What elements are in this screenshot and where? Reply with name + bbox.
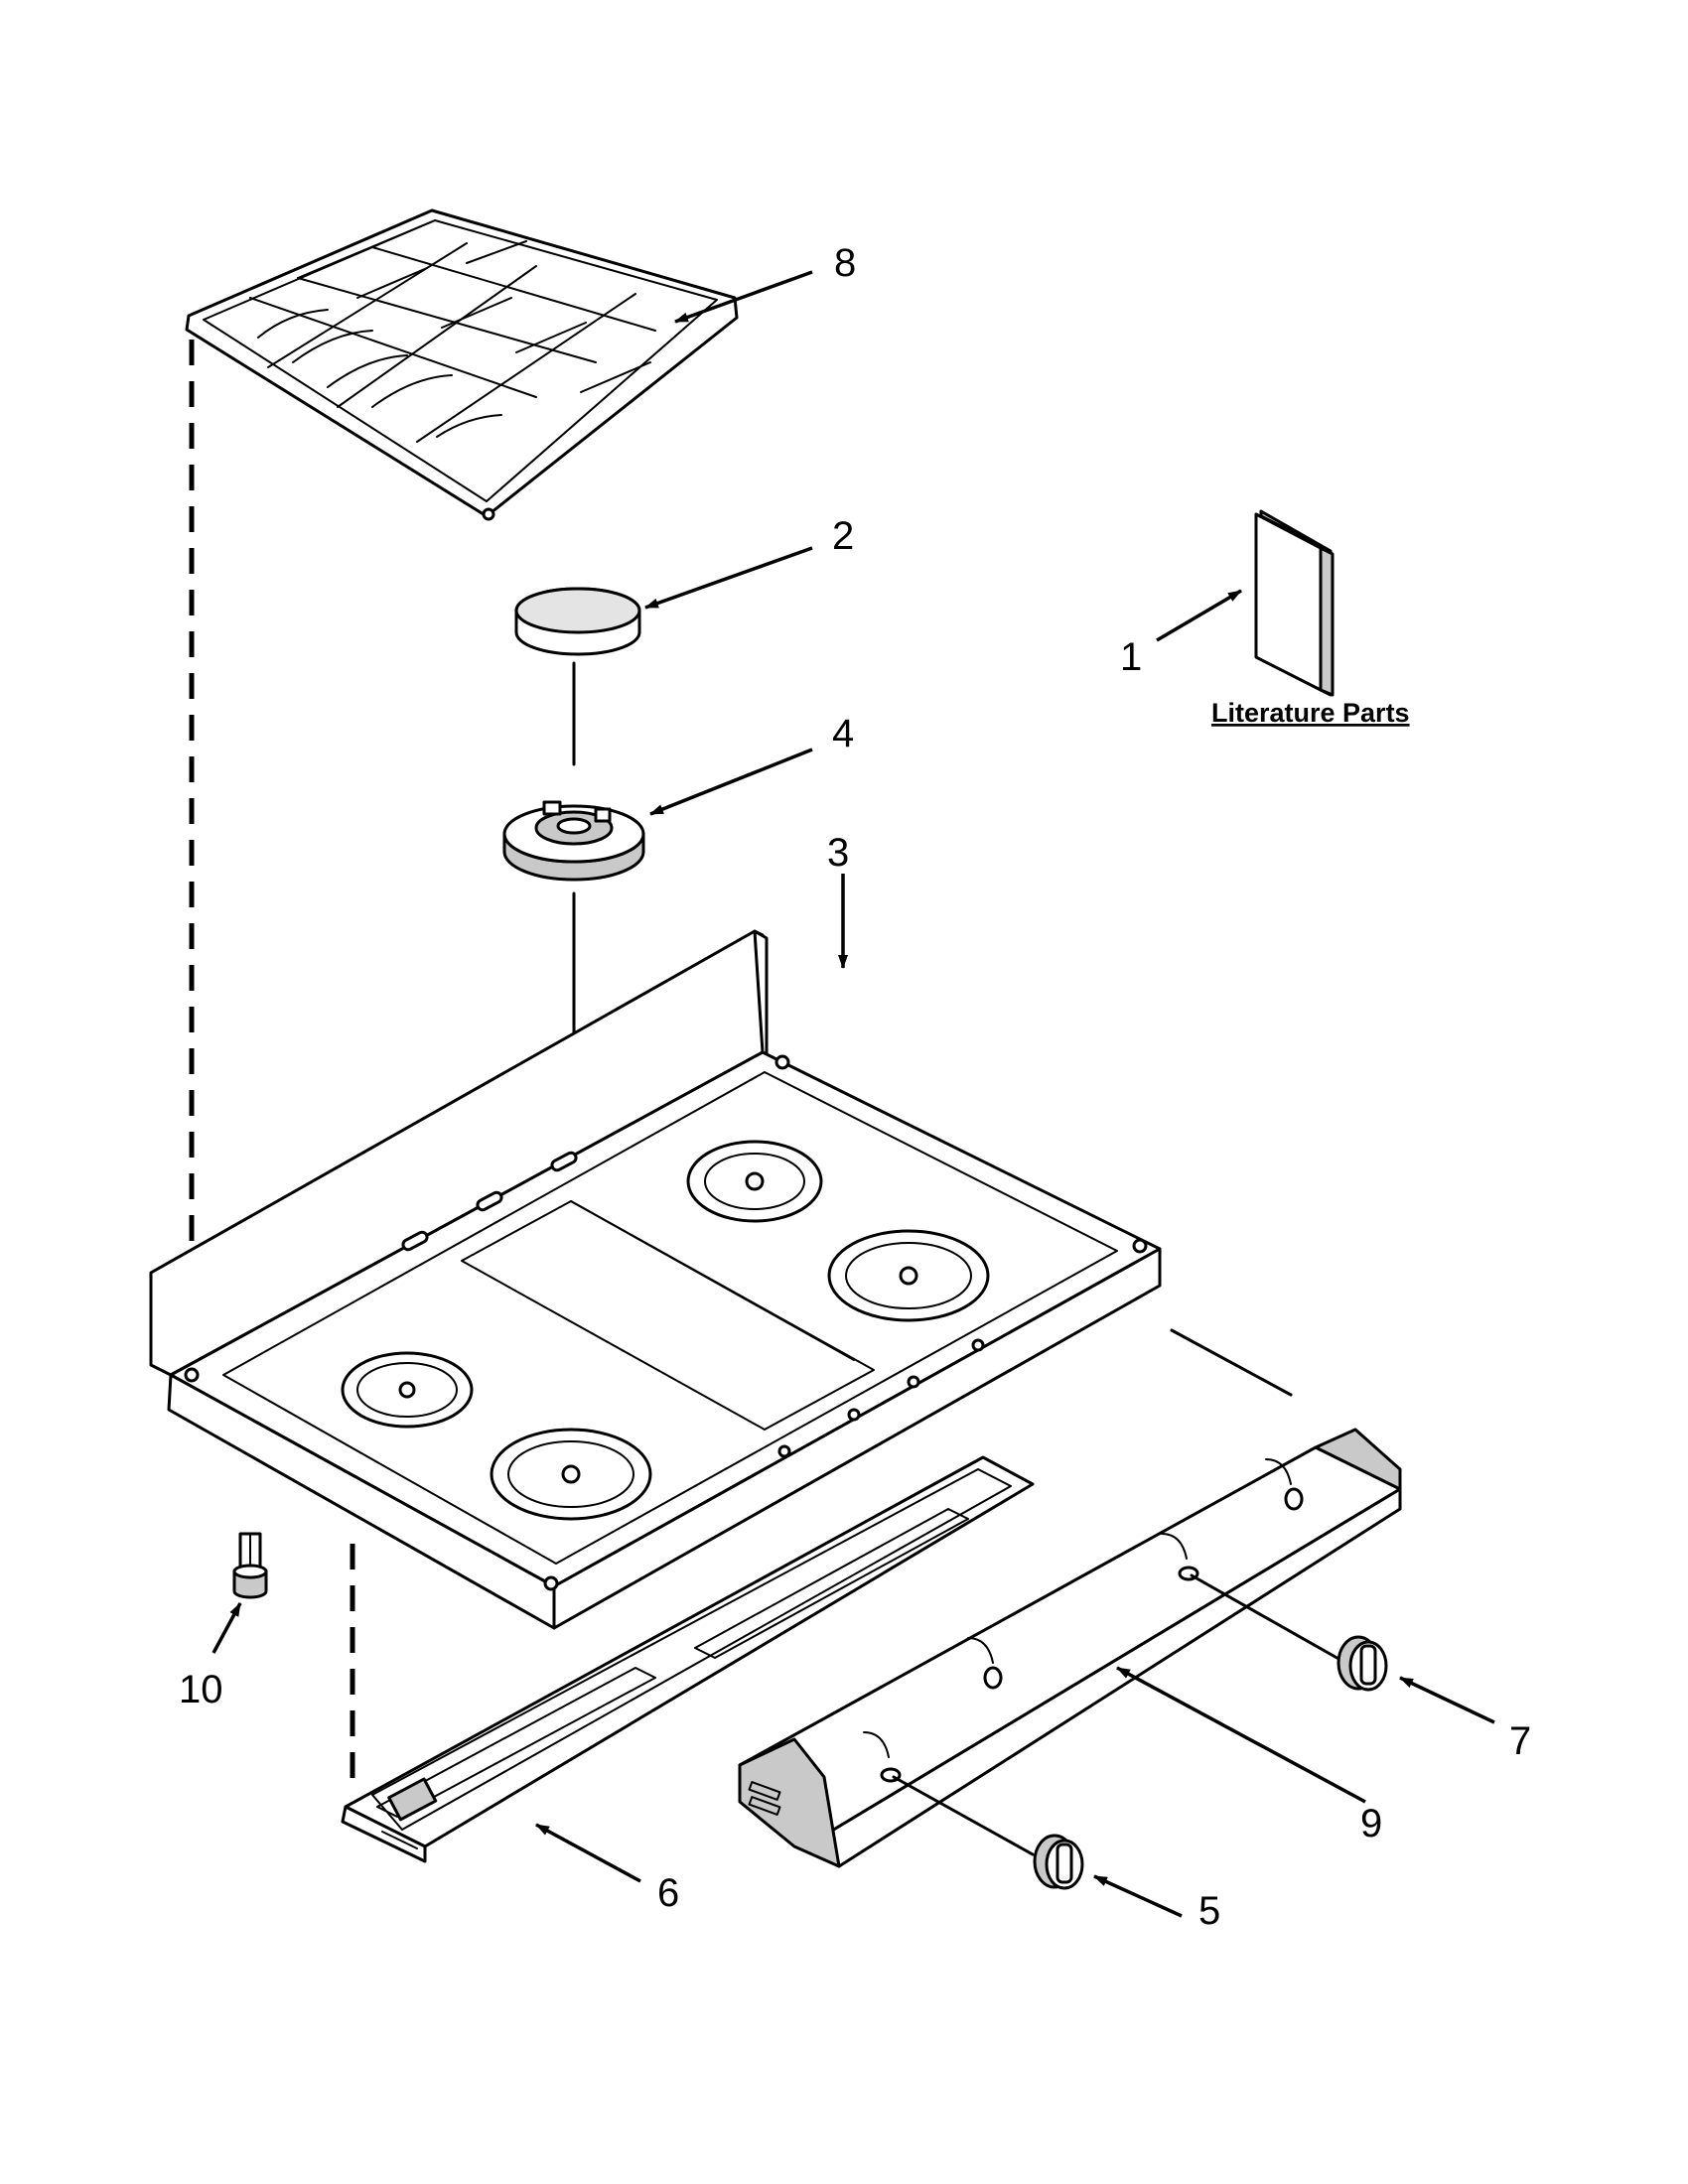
knob-stem bbox=[232, 1532, 268, 1599]
burner-grate bbox=[185, 208, 739, 521]
callout-1: 1 bbox=[1120, 635, 1142, 679]
callout-9: 9 bbox=[1360, 1802, 1382, 1845]
callout-8: 8 bbox=[834, 241, 856, 285]
burner-cap bbox=[514, 587, 641, 656]
control-panel bbox=[738, 1428, 1402, 1868]
callout-6: 6 bbox=[657, 1871, 679, 1915]
callout-2: 2 bbox=[832, 514, 854, 558]
literature-booklet bbox=[1254, 509, 1335, 697]
burner-base bbox=[502, 800, 645, 882]
callout-10: 10 bbox=[179, 1668, 223, 1711]
callout-4: 4 bbox=[832, 712, 854, 755]
callout-5: 5 bbox=[1198, 1889, 1220, 1933]
manifold-bracket bbox=[341, 1455, 1035, 1863]
knob-axis-line-5 bbox=[892, 1775, 1035, 1856]
panel-axis-line bbox=[1170, 1328, 1293, 1397]
control-knob-7 bbox=[1336, 1635, 1388, 1692]
callout-3: 3 bbox=[827, 831, 849, 875]
callout-7: 7 bbox=[1509, 1719, 1531, 1763]
knob-axis-line-7 bbox=[1190, 1573, 1342, 1662]
cooktop bbox=[149, 929, 1162, 1630]
literature-parts-label: Literature Parts bbox=[1211, 698, 1410, 728]
control-knob-5 bbox=[1033, 1834, 1084, 1890]
